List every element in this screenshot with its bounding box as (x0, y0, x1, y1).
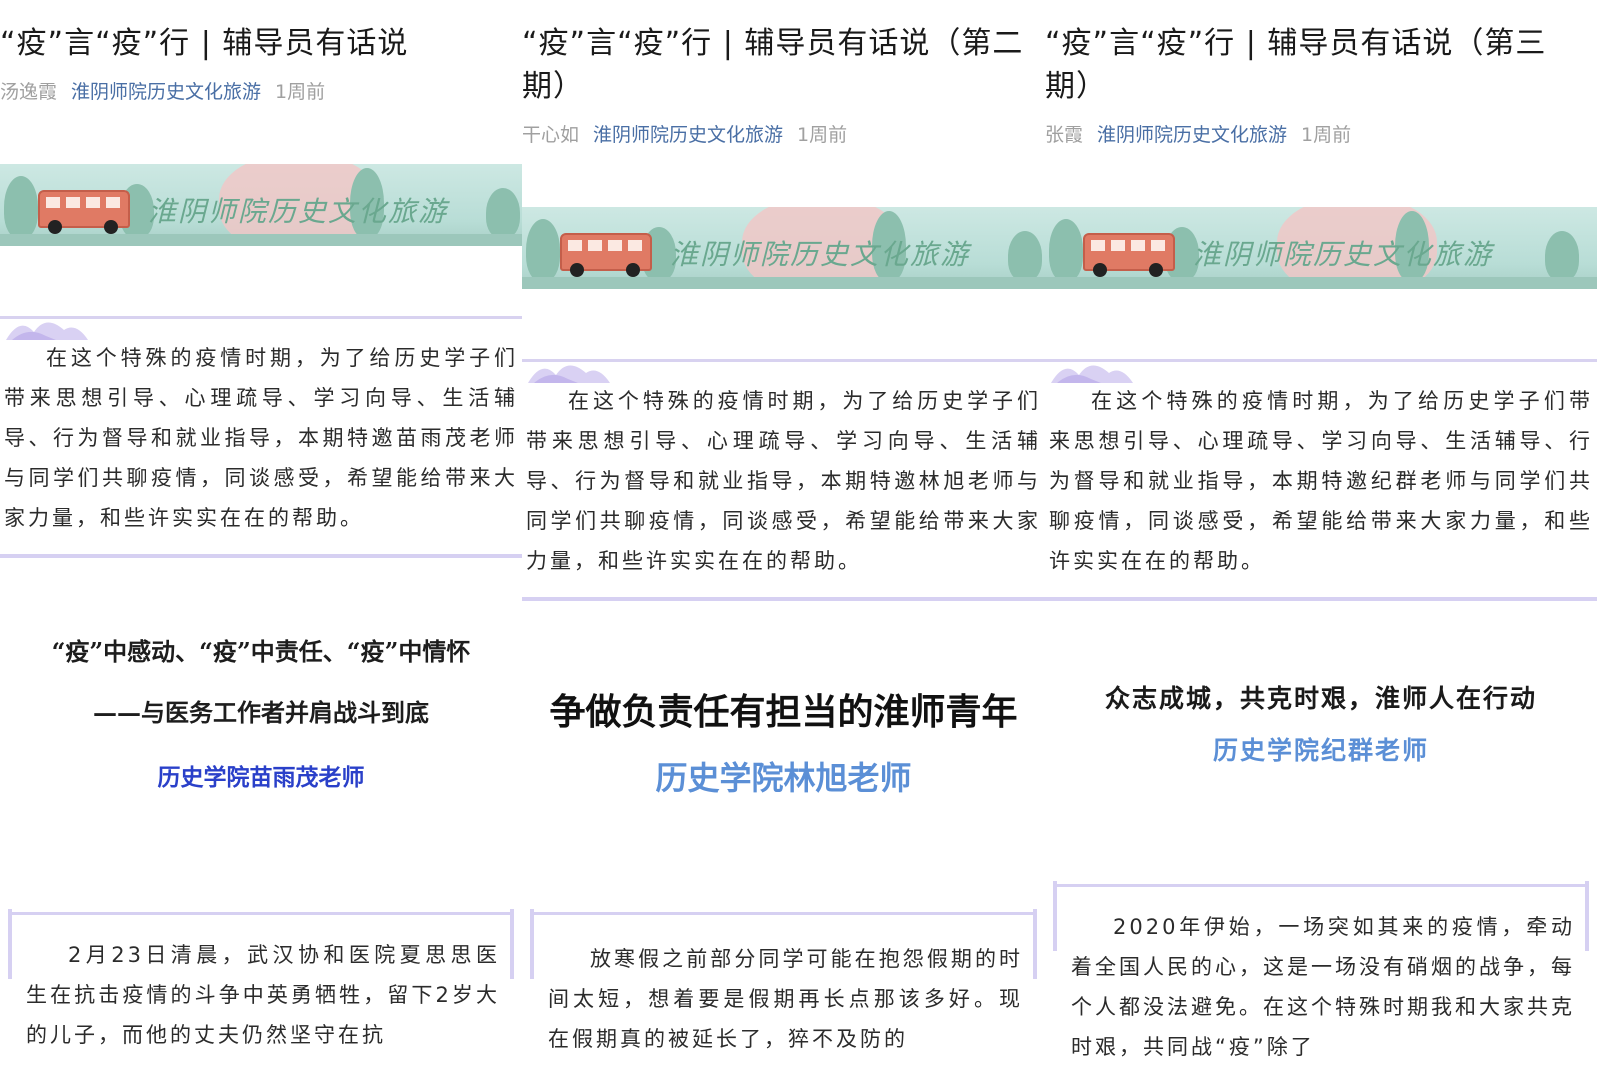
intro-paragraph: 在这个特殊的疫情时期，为了给历史学子们带来思想引导、心理疏导、学习向导、生活辅导… (1049, 389, 1593, 573)
divider-ornament (1045, 319, 1597, 399)
bus-icon (38, 190, 130, 234)
header-banner-image: 淮阴师院历史文化旅游 (522, 207, 1045, 289)
body-box: 放寒假之前部分同学可能在抱怨假期的时间太短，想着要是假期再长点那该多好。现在假期… (530, 909, 1037, 1059)
article-meta: 干心如淮阴师院历史文化旅游 1周前 (522, 120, 1045, 147)
banner-text: 淮阴师院历史文化旅游 (148, 195, 449, 228)
header-banner-image: 淮阴师院历史文化旅游 (0, 164, 522, 246)
body-box: 2020年伊始，一场突如其来的疫情，牵动着全国人民的心，这是一场没有硝烟的战争，… (1053, 881, 1589, 1067)
author-name: 干心如 (522, 124, 580, 146)
section-heading: 争做负责任有担当的淮师青年 历史学院林旭老师 (522, 683, 1045, 799)
source-link[interactable]: 淮阴师院历史文化旅游 (71, 81, 262, 103)
section-heading: 众志成城，共克时艰，淮师人在行动 历史学院纪群老师 (1045, 679, 1597, 767)
heading-teacher: 历史学院苗雨茂老师 (157, 764, 365, 791)
body-paragraph: 2月23日清晨，武汉协和医院夏思思医生在抗击疫情的斗争中英勇牺牲，留下2岁大的儿… (26, 943, 500, 1047)
source-link[interactable]: 淮阴师院历史文化旅游 (1097, 124, 1288, 146)
heading-line-1: 众志成城，共克时艰，淮师人在行动 (1104, 684, 1537, 713)
article-meta: 张霞淮阴师院历史文化旅游 1周前 (1045, 120, 1597, 147)
post-time: 1周前 (797, 124, 848, 146)
body-paragraph: 放寒假之前部分同学可能在抱怨假期的时间太短，想着要是假期再长点那该多好。现在假期… (548, 947, 1023, 1051)
banner-text: 淮阴师院历史文化旅游 (670, 238, 971, 271)
post-time: 1周前 (1301, 124, 1352, 146)
article-meta: 汤逸霞淮阴师院历史文化旅游 1周前 (0, 77, 522, 104)
article-title[interactable]: “疫”言“疫”行 | 辅导员有话说 (0, 26, 409, 61)
heading-line-1: 争做负责任有担当的淮师青年 (549, 692, 1018, 733)
divider-ornament (0, 276, 522, 356)
heading-line-1: “疫”中感动、“疫”中责任、“疫”中情怀 (51, 637, 471, 666)
article-title[interactable]: “疫”言“疫”行 | 辅导员有话说（第三期） (1045, 26, 1547, 104)
bus-icon (1083, 233, 1175, 277)
body-paragraph: 2020年伊始，一场突如其来的疫情，牵动着全国人民的心，这是一场没有硝烟的战争，… (1071, 915, 1575, 1059)
heading-teacher: 历史学院纪群老师 (1212, 736, 1429, 765)
body-box: 2月23日清晨，武汉协和医院夏思思医生在抗击疫情的斗争中英勇牺牲，留下2岁大的儿… (8, 909, 514, 1055)
section-heading: “疫”中感动、“疫”中责任、“疫”中情怀 ——与医务工作者并肩战斗到底 历史学院… (0, 632, 522, 792)
mountain-icon (528, 365, 610, 383)
author-name: 张霞 (1045, 124, 1084, 146)
intro-paragraph: 在这个特殊的疫情时期，为了给历史学子们带来思想引导、心理疏导、学习向导、生活辅导… (526, 389, 1041, 573)
source-link[interactable]: 淮阴师院历史文化旅游 (593, 124, 784, 146)
author-name: 汤逸霞 (0, 81, 58, 103)
heading-line-2: ——与医务工作者并肩战斗到底 (93, 698, 429, 727)
intro-paragraph: 在这个特殊的疫情时期，为了给历史学子们带来思想引导、心理疏导、学习向导、生活辅导… (4, 346, 518, 530)
divider-ornament (522, 319, 1045, 399)
mountain-icon (6, 322, 88, 340)
section-divider (1045, 597, 1597, 601)
section-divider (522, 597, 1045, 601)
post-time: 1周前 (275, 81, 326, 103)
bus-icon (560, 233, 652, 277)
article-title[interactable]: “疫”言“疫”行 | 辅导员有话说（第二期） (522, 26, 1024, 104)
mountain-icon (1051, 365, 1133, 383)
header-banner-image: 淮阴师院历史文化旅游 (1045, 207, 1597, 289)
heading-teacher: 历史学院林旭老师 (655, 759, 912, 797)
section-divider (0, 554, 522, 558)
banner-text: 淮阴师院历史文化旅游 (1193, 238, 1494, 271)
